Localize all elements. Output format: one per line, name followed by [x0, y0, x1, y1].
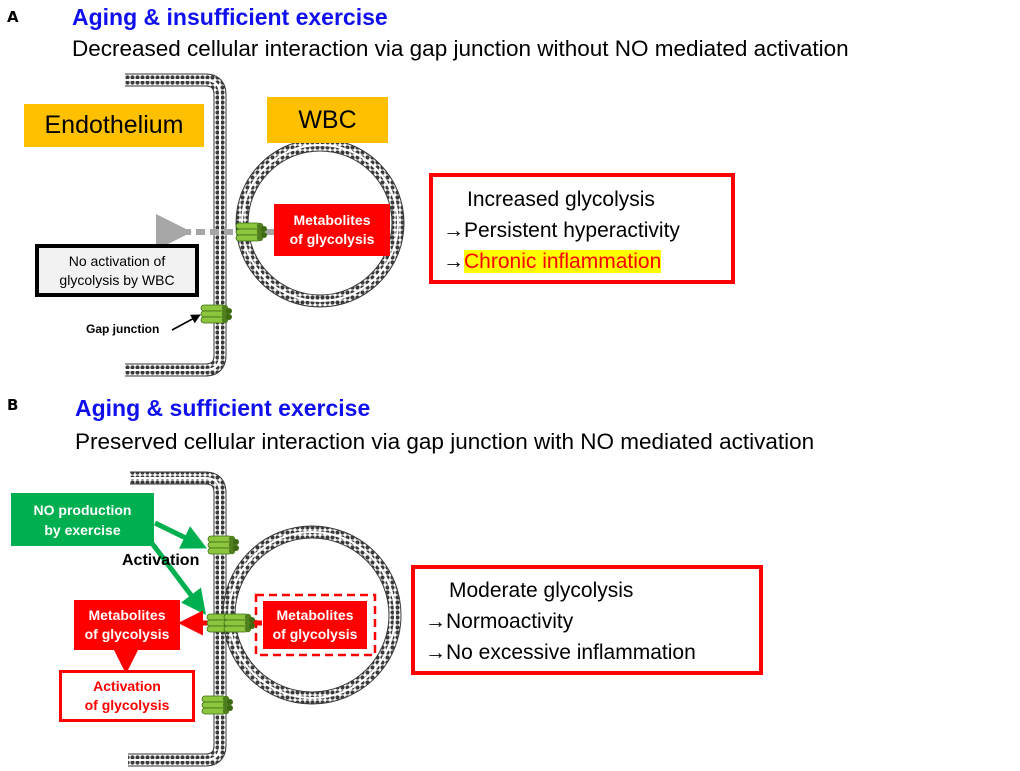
metabolites-box-b-right: Metabolites of glycolysis: [263, 601, 367, 649]
gap-junction-icon: [235, 222, 268, 242]
chronic-inflammation-highlight: Chronic inflammation: [464, 250, 662, 273]
outcome-a-line3: →Chronic inflammation: [443, 246, 731, 277]
outcome-box-a: Increased glycolysis →Persistent hyperac…: [429, 173, 735, 284]
arrow-right-icon: →: [443, 250, 464, 273]
gap-junction-icon: [223, 613, 256, 633]
panel-b-subtitle: Preserved cellular interaction via gap j…: [75, 429, 815, 454]
arrow-right-icon: →: [425, 610, 446, 633]
metabolites-b-left-line1: Metabolites: [88, 607, 166, 623]
panel-b-label: B: [7, 396, 19, 414]
outcome-a-line2: →Persistent hyperactivity: [443, 215, 731, 246]
panel-b-title: Aging & sufficient exercise: [75, 395, 371, 421]
endothelium-label: Endothelium: [24, 104, 204, 147]
no-activation-line1: No activation of: [68, 252, 166, 269]
wbc-metabolites-dashed-frame: [254, 593, 377, 657]
no-production-box: NO production by exercise: [11, 493, 154, 546]
metabolites-box-a: Metabolites of glycolysis: [274, 204, 390, 256]
metabolites-a-line1: Metabolites: [293, 212, 371, 228]
panel-a-label: A: [7, 8, 19, 26]
gap-junction-icon: [200, 304, 233, 324]
gap-junction-icon: [201, 695, 234, 715]
activation-label: Activation: [122, 552, 200, 569]
panel-a-title: Aging & insufficient exercise: [72, 4, 388, 30]
no-production-line1: NO production: [33, 501, 132, 518]
metabolites-b-right-line1: Metabolites: [276, 607, 354, 623]
outcome-b-line2-text: Normoactivity: [446, 610, 574, 633]
metabolites-box-b-left: Metabolites of glycolysis: [74, 600, 180, 650]
gap-junction-pointer-arrow: [171, 314, 201, 331]
metabolites-b-right-line2: of glycolysis: [272, 626, 358, 642]
wbc-label: WBC: [267, 97, 388, 143]
arrow-right-icon: →: [425, 641, 446, 664]
outcome-box-b: Moderate glycolysis →Normoactivity →No e…: [411, 565, 763, 675]
outcome-b-line3: →No excessive inflammation: [425, 637, 759, 668]
arrow-right-icon: →: [443, 219, 464, 242]
no-activation-line2: glycolysis by WBC: [59, 271, 175, 288]
panel-a-subtitle: Decreased cellular interaction via gap j…: [72, 36, 849, 61]
activation-glycolysis-line2: of glycolysis: [84, 697, 170, 713]
gap-junction-label: Gap junction: [86, 322, 160, 336]
no-activation-arrow-upper: [153, 520, 207, 549]
activation-glycolysis-line1: Activation: [93, 678, 161, 694]
metabolites-b-left-line2: of glycolysis: [84, 626, 170, 642]
endothelium-membrane-a: [125, 73, 227, 377]
no-activation-box: No activation of glycolysis by WBC: [35, 244, 199, 297]
outcome-b-line1: Moderate glycolysis: [449, 579, 634, 602]
gap-junction-icon: [207, 535, 240, 555]
outcome-b-line3-text: No excessive inflammation: [446, 641, 696, 664]
outcome-a-line2-text: Persistent hyperactivity: [464, 219, 680, 242]
outcome-a-line1: Increased glycolysis: [467, 188, 655, 211]
activation-glycolysis-box: Activation of glycolysis: [59, 670, 195, 722]
outcome-b-line2: →Normoactivity: [425, 606, 759, 637]
no-activation-arrow-lower: [146, 536, 207, 615]
no-production-line2: by exercise: [44, 521, 121, 538]
metabolites-a-line2: of glycolysis: [289, 231, 375, 247]
